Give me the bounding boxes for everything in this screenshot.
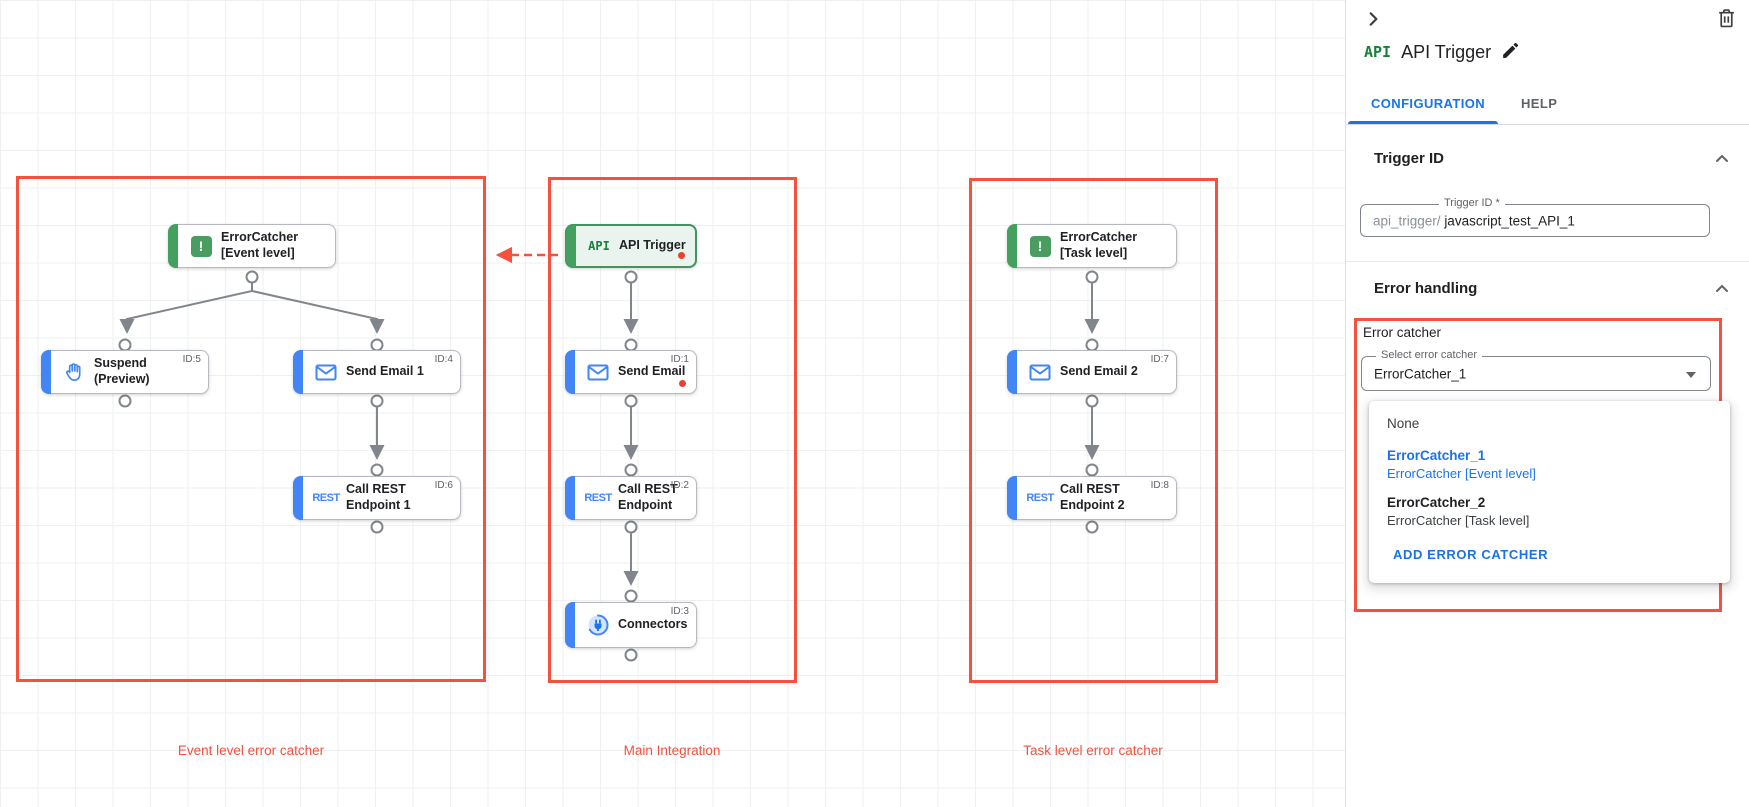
node-id-badge: ID:5 — [182, 354, 201, 365]
api-icon: API — [588, 239, 610, 253]
error-indicator-dot — [678, 252, 685, 259]
collapse-panel-button[interactable] — [1364, 10, 1382, 31]
config-panel: API API Trigger CONFIGURATION HELP Trigg… — [1345, 0, 1749, 807]
trigger-id-value: javascript_test_API_1 — [1444, 213, 1575, 228]
error-catcher-icon: ! — [188, 235, 214, 257]
error-catcher-select-value: ErrorCatcher_1 — [1374, 366, 1467, 381]
trigger-id-field-label: Trigger ID * — [1439, 197, 1505, 209]
node-accent-bar — [168, 224, 178, 268]
task-level-annotation-rect — [969, 178, 1218, 683]
node-errorcatcher-event-level[interactable]: ! ErrorCatcher [Event level] — [168, 224, 336, 268]
rest-icon: REST — [312, 492, 340, 504]
email-icon — [313, 364, 339, 381]
node-send-email-2[interactable]: Send Email 2 ID:7 — [1007, 350, 1177, 394]
node-send-email[interactable]: Send Email ID:1 — [565, 350, 697, 394]
main-integration-caption: Main Integration — [623, 743, 721, 758]
node-accent-bar — [1007, 476, 1017, 520]
node-accent-bar — [566, 225, 576, 267]
api-trigger-badge-icon: API — [1364, 43, 1392, 61]
hand-icon — [61, 361, 87, 383]
node-accent-bar — [293, 350, 303, 394]
node-id-badge: ID:6 — [434, 480, 453, 491]
error-handling-heading: Error handling — [1374, 280, 1478, 297]
error-catcher-select[interactable]: Select error catcher ErrorCatcher_1 — [1361, 349, 1711, 391]
tab-configuration[interactable]: CONFIGURATION — [1371, 96, 1486, 111]
pencil-icon — [1503, 42, 1519, 58]
chevron-up-icon — [1716, 154, 1728, 162]
error-indicator-dot — [679, 380, 686, 387]
node-errorcatcher-task-level[interactable]: ! ErrorCatcher [Task level] — [1007, 224, 1177, 268]
edit-title-button[interactable] — [1501, 41, 1520, 63]
node-accent-bar — [293, 476, 303, 520]
chevron-right-icon — [1369, 12, 1378, 26]
node-id-badge: ID:1 — [670, 354, 689, 365]
section-divider — [1346, 261, 1749, 262]
node-label: API Trigger — [619, 238, 686, 253]
node-label: ErrorCatcher [Task level] — [1060, 230, 1138, 260]
rest-icon: REST — [1026, 492, 1054, 504]
node-connectors[interactable]: Connectors ID:3 — [565, 602, 697, 648]
chevron-up-icon — [1716, 284, 1728, 292]
add-error-catcher-button[interactable]: ADD ERROR CATCHER — [1393, 547, 1549, 562]
node-id-badge: ID:7 — [1150, 354, 1169, 365]
event-level-annotation-rect — [16, 176, 486, 682]
connector-icon — [585, 613, 611, 637]
error-catcher-select-label: Select error catcher — [1376, 349, 1482, 361]
error-catcher-icon: ! — [1027, 235, 1053, 257]
node-suspend-preview[interactable]: Suspend (Preview) ID:5 — [41, 350, 209, 394]
error-catcher-dropdown-menu: None ErrorCatcher_1 ErrorCatcher [Event … — [1369, 401, 1730, 583]
node-accent-bar — [565, 350, 575, 394]
error-catcher-group-label: Error catcher — [1363, 325, 1442, 340]
task-level-caption: Task level error catcher — [1023, 743, 1163, 758]
collapse-error-handling-button[interactable] — [1714, 282, 1730, 299]
event-level-caption: Event level error catcher — [177, 743, 325, 758]
email-icon — [585, 364, 611, 381]
node-label: Send Email 1 — [346, 364, 424, 379]
active-tab-underline — [1348, 121, 1498, 124]
node-accent-bar — [41, 350, 51, 394]
node-accent-bar — [565, 476, 575, 520]
panel-tabs: CONFIGURATION HELP — [1346, 88, 1749, 125]
node-id-badge: ID:8 — [1150, 480, 1169, 491]
node-api-trigger[interactable]: API API Trigger — [565, 224, 697, 268]
node-call-rest-endpoint-1[interactable]: REST Call REST Endpoint 1 ID:6 — [293, 476, 461, 520]
node-id-badge: ID:4 — [434, 354, 453, 365]
node-label: Suspend (Preview) — [94, 356, 150, 386]
node-label: ErrorCatcher [Event level] — [221, 230, 299, 260]
node-id-badge: ID:3 — [670, 606, 689, 617]
node-label: Connectors — [618, 617, 688, 632]
trigger-id-field[interactable]: Trigger ID * api_trigger/ javascript_tes… — [1360, 197, 1710, 237]
collapse-trigger-id-button[interactable] — [1714, 152, 1730, 169]
email-icon — [1027, 364, 1053, 381]
trigger-id-heading: Trigger ID — [1374, 150, 1445, 167]
node-accent-bar — [1007, 350, 1017, 394]
option-errorcatcher-1[interactable]: ErrorCatcher_1 ErrorCatcher [Event level… — [1387, 448, 1536, 481]
tab-help[interactable]: HELP — [1521, 96, 1558, 111]
node-send-email-1[interactable]: Send Email 1 ID:4 — [293, 350, 461, 394]
panel-title: API Trigger — [1401, 41, 1492, 62]
node-call-rest-endpoint[interactable]: REST Call REST Endpoint ID:2 — [565, 476, 697, 520]
rest-icon: REST — [584, 492, 612, 504]
option-errorcatcher-2[interactable]: ErrorCatcher_2 ErrorCatcher [Task level] — [1387, 495, 1530, 528]
trigger-id-prefix: api_trigger/ — [1373, 213, 1441, 228]
node-call-rest-endpoint-2[interactable]: REST Call REST Endpoint 2 ID:8 — [1007, 476, 1177, 520]
node-label: Call REST Endpoint 1 — [346, 482, 411, 512]
connector-overlay — [118, 246, 1100, 662]
node-label: Send Email — [618, 364, 686, 379]
node-accent-bar — [1007, 224, 1017, 268]
node-label: Send Email 2 — [1060, 364, 1138, 379]
node-id-badge: ID:2 — [670, 480, 689, 491]
node-accent-bar — [565, 602, 575, 648]
option-none[interactable]: None — [1387, 416, 1420, 431]
delete-node-button[interactable] — [1718, 9, 1735, 31]
main-integration-annotation-rect — [548, 177, 797, 683]
trash-icon — [1719, 9, 1734, 28]
dropdown-arrow-icon — [1686, 371, 1696, 378]
node-label: Call REST Endpoint 2 — [1060, 482, 1125, 512]
node-label: Call REST Endpoint — [618, 482, 678, 512]
workflow-canvas[interactable]: Event level error catcher Main Integrati… — [0, 0, 1345, 807]
